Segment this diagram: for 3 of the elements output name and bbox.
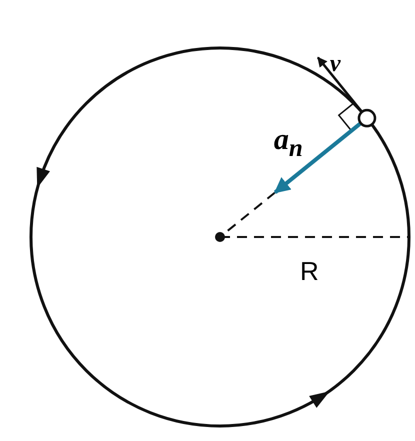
velocity-label: v <box>330 52 341 76</box>
acceleration-label: a$_{n}$ <box>274 125 303 162</box>
radius-label: R <box>300 258 319 284</box>
